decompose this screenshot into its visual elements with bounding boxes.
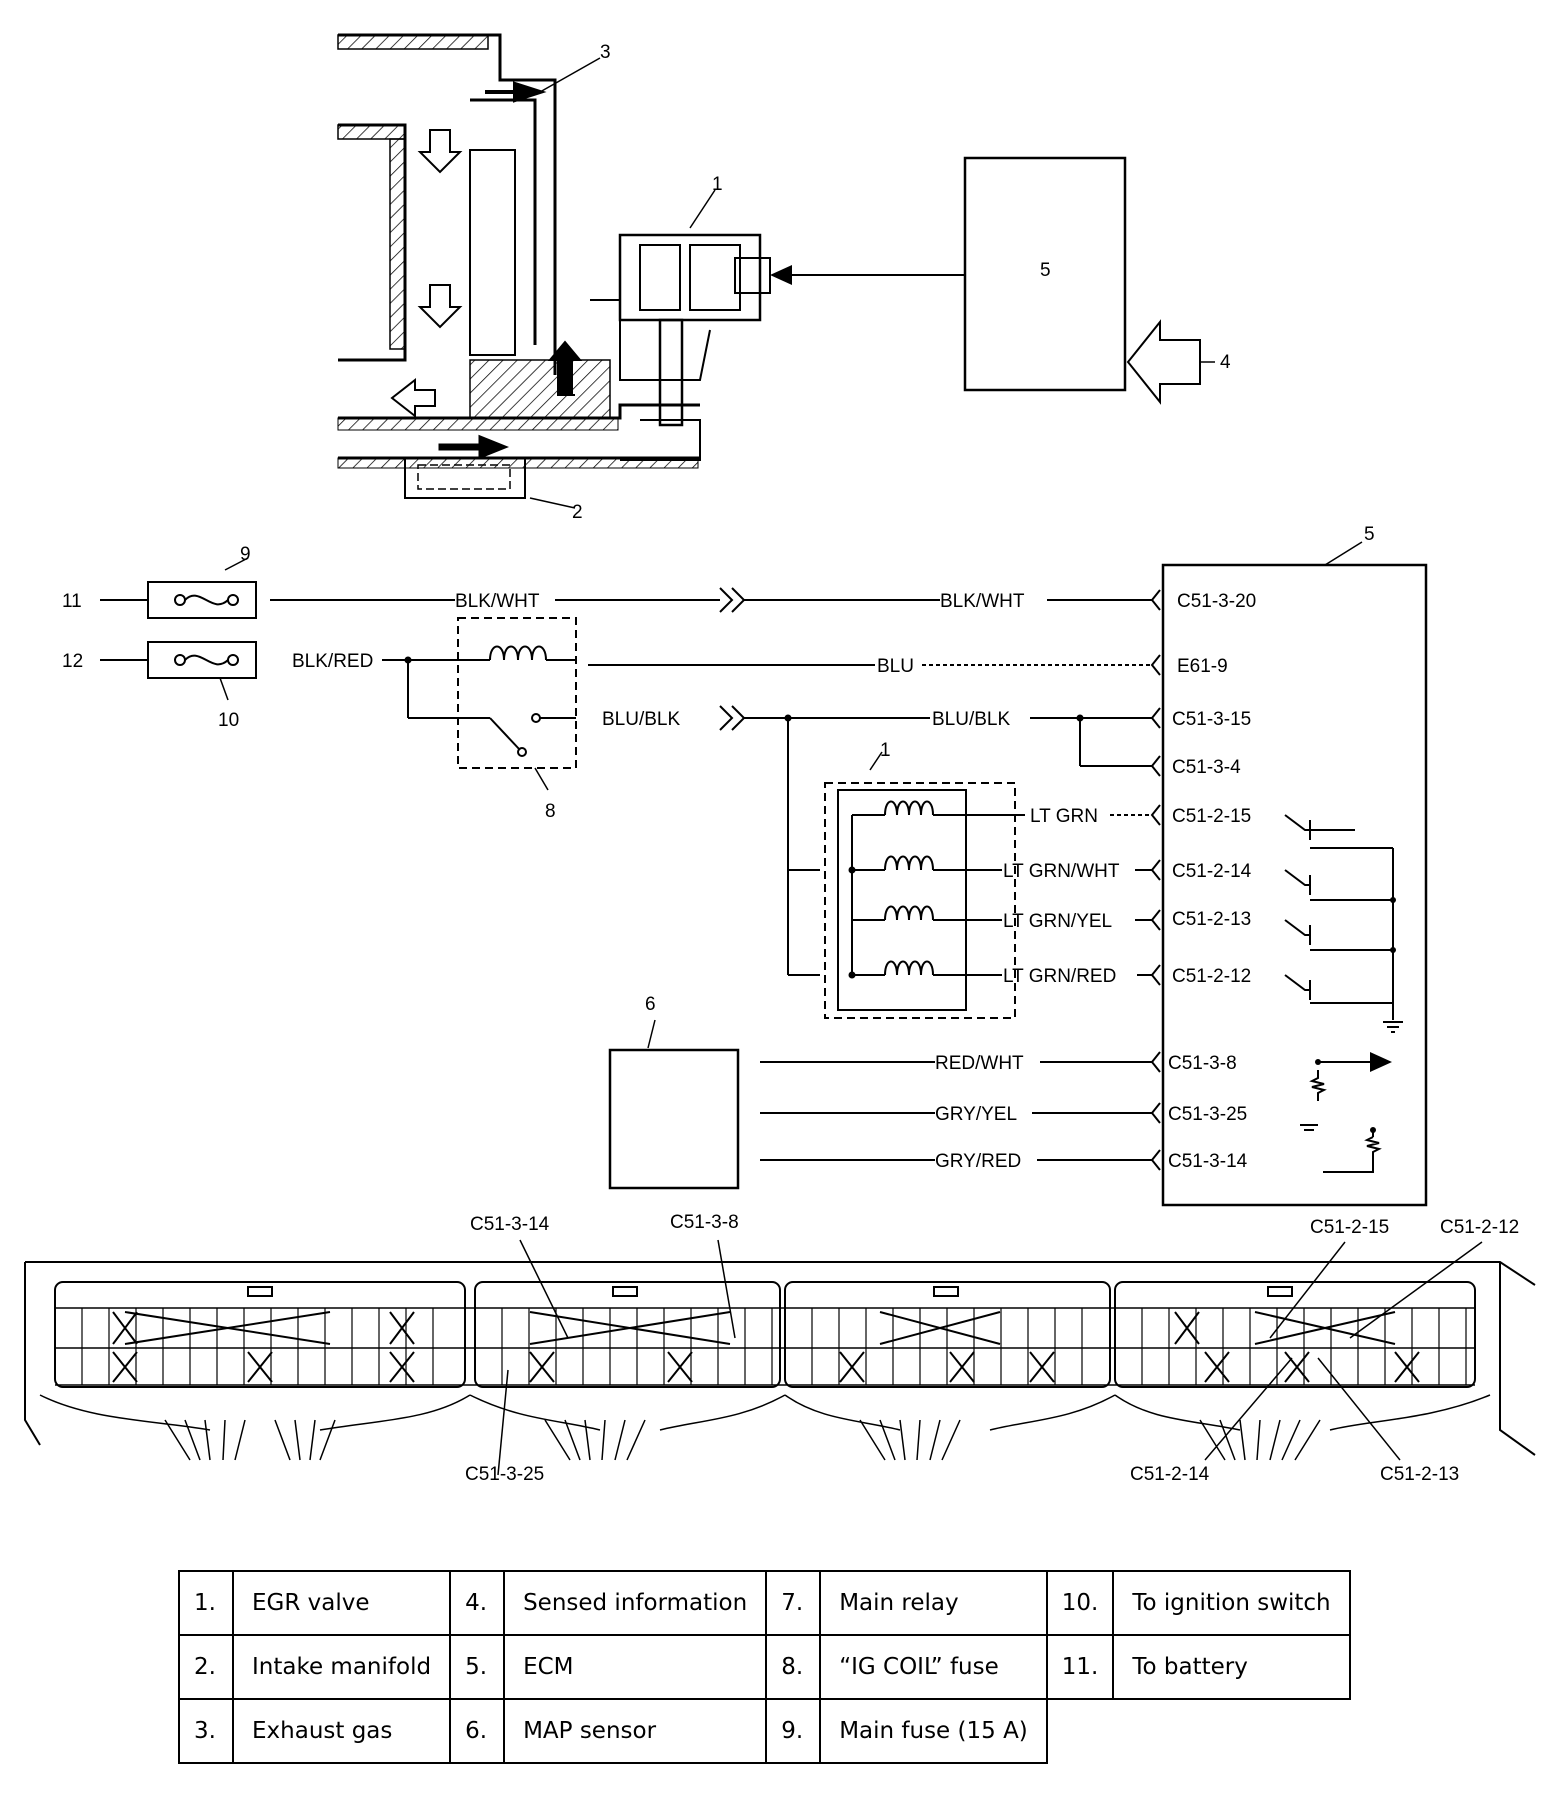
connector-label-c51-2-14: C51-2-14 [1130,1464,1210,1485]
ecm-pin: C51-2-13 [1172,909,1251,930]
wiring-schematic: 5 11 9 12 10 BLK/WHT BLK/WHT BLK/RED [62,524,1428,1207]
ecm-box [1161,563,1428,1207]
wire-label-blu-blk-right: BLU/BLK [932,709,1010,730]
callout-ig-coil-fuse: 10 [218,710,239,731]
legend-number: 2. [178,1634,234,1700]
map-sensor-box [608,1048,740,1190]
wire-label-blu: BLU [877,656,914,677]
flow-arrow-down-icon [417,284,463,329]
legend-table: 1. EGR valve 4. Sensed information 7. Ma… [178,1570,1351,1764]
connector-label-c51-2-13: C51-2-13 [1380,1464,1459,1485]
callout-exhaust-gas: 3 [600,42,611,63]
legend-label: Exhaust gas [231,1698,452,1764]
connector-label-c51-3-14: C51-3-14 [470,1214,550,1235]
ecm-block [963,156,1127,392]
connector-label-c51-2-15: C51-2-15 [1310,1217,1389,1238]
legend-label: Intake manifold [231,1634,452,1700]
callout-to-battery: 11 [62,591,82,612]
callout-intake-manifold: 2 [572,502,583,523]
exhaust-pipe [337,33,557,375]
ecm-transistors [1284,814,1403,1173]
callout-to-ignition-switch: 12 [62,651,83,672]
ecm-pin: C51-3-20 [1177,591,1256,612]
legend-number: 4. [449,1570,506,1636]
ecm-pin: C51-3-4 [1172,757,1241,778]
ecm-pin: C51-3-25 [1168,1104,1247,1125]
legend-empty-cell [1113,1699,1349,1763]
wire-label-lt-grn-yel: LT GRN/YEL [1003,911,1112,932]
legend-label: ECM [503,1634,768,1700]
wire-label-gry-yel: GRY/YEL [935,1104,1017,1125]
callout-ecm-top: 5 [1040,260,1051,281]
ecm-pin: C51-2-15 [1172,806,1251,827]
ecm-pin: C51-3-14 [1168,1151,1248,1172]
ecm-pin: C51-3-8 [1168,1053,1237,1074]
ig-coil-fuse [147,641,257,679]
wire-label-blu-blk-left: BLU/BLK [602,709,680,730]
legend-label: Main fuse (15 A) [819,1698,1048,1764]
legend-number: 11. [1045,1634,1115,1700]
legend-number: 10. [1045,1570,1115,1636]
connector-label-c51-3-8: C51-3-8 [670,1212,739,1233]
egr-flow-arrow-icon [547,340,583,396]
legend-row: 1. EGR valve 4. Sensed information 7. Ma… [178,1570,1351,1636]
ecm-pin: E61-9 [1177,656,1228,677]
wire-label-blk-red: BLK/RED [292,651,373,672]
legend-empty-cell [1047,1699,1114,1763]
exhaust-flow-arrow-icon [485,81,547,103]
callout-egr-valve-coils: 1 [880,740,891,761]
wire-label-blk-wht-left: BLK/WHT [455,591,540,612]
legend-number: 6. [449,1698,506,1764]
legend-number: 5. [449,1634,506,1700]
legend-number: 3. [178,1698,234,1764]
callout-main-relay: 8 [545,801,556,822]
egr-valve-coils [824,782,1016,1019]
legend-label: To battery [1112,1634,1351,1700]
connector-label-c51-2-12: C51-2-12 [1440,1217,1519,1238]
main-relay [457,617,577,769]
egr-valve-illustration [590,233,771,461]
wire-label-red-wht: RED/WHT [935,1053,1024,1074]
legend-label: Main relay [819,1570,1048,1636]
connector-label-c51-3-25: C51-3-25 [465,1464,544,1485]
flow-arrow-left-icon [390,377,436,419]
wire-label-blk-wht-right: BLK/WHT [940,591,1025,612]
legend-label: MAP sensor [503,1698,768,1764]
legend-label: “IG COIL” fuse [819,1634,1048,1700]
ecm-pin: C51-2-12 [1172,966,1251,987]
ecm-pin: C51-2-14 [1172,861,1252,882]
legend-label: Sensed information [503,1570,768,1636]
wire-label-lt-grn-wht: LT GRN/WHT [1003,861,1120,882]
wire-label-gry-red: GRY/RED [935,1151,1021,1172]
ecm-pin-labels: C51-3-20 E61-9 C51-3-15 C51-3-4 C51-2-15… [1168,591,1256,1172]
legend-label: EGR valve [231,1570,452,1636]
callout-main-fuse: 9 [240,544,251,565]
callout-ecm: 5 [1364,524,1375,545]
callout-sensed-information: 4 [1220,352,1231,373]
ecm-pin: C51-3-15 [1172,709,1251,730]
callout-egr-valve: 1 [712,174,723,195]
intake-flow-arrow-icon [438,434,510,460]
legend-number: 9. [765,1698,822,1764]
callout-map-sensor: 6 [645,994,656,1015]
legend-number: 1. [178,1570,234,1636]
ecm-connector-view: C51-3-14 C51-3-8 C51-2-15 C51-2-12 C51-3… [24,1212,1536,1485]
legend-label: To ignition switch [1112,1570,1351,1636]
legend-number: 8. [765,1634,822,1700]
flow-arrows [390,81,583,460]
legend-row: 2. Intake manifold 5. ECM 8. “IG COIL” f… [178,1634,1351,1700]
main-fuse [147,581,257,619]
intake-manifold-shape [337,359,700,499]
egr-system-illustration: 3 1 5 4 2 [337,33,1231,523]
wire-label-lt-grn: LT GRN [1030,806,1098,827]
wire-label-lt-grn-red: LT GRN/RED [1003,966,1116,987]
legend-number: 7. [765,1570,822,1636]
sensed-information-arrow-icon [1126,319,1201,405]
flow-arrow-down-icon [417,129,463,174]
legend-row: 3. Exhaust gas 6. MAP sensor 9. Main fus… [178,1698,1350,1764]
